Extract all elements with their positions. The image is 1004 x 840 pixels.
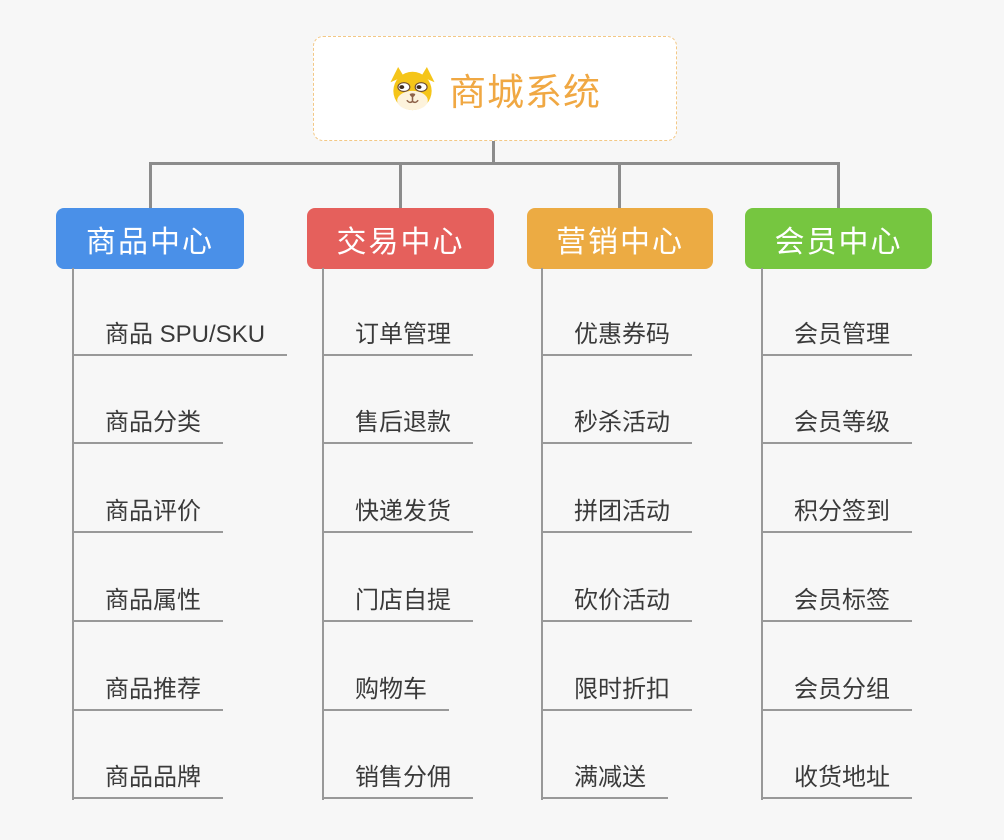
- child-node-goods-category[interactable]: 商品分类: [72, 398, 223, 444]
- connector-bus: [149, 162, 840, 165]
- root-title: 商城系统: [449, 71, 601, 113]
- child-node-spend-and-save[interactable]: 满减送: [541, 753, 668, 799]
- branch-node-trade-center[interactable]: 交易中心: [307, 208, 494, 269]
- branch-label: 商品中心: [86, 225, 214, 259]
- child-node-goods-attribute[interactable]: 商品属性: [72, 576, 223, 622]
- branch-label: 会员中心: [774, 225, 903, 259]
- child-node-group-buy[interactable]: 拼团活动: [541, 487, 692, 533]
- connector-drop-marketing: [618, 162, 621, 209]
- child-node-flash-sale[interactable]: 秒杀活动: [541, 398, 692, 444]
- child-node-goods-brand[interactable]: 商品品牌: [72, 753, 223, 799]
- child-node-express-delivery[interactable]: 快递发货: [322, 487, 473, 533]
- child-node-member-groups[interactable]: 会员分组: [761, 665, 912, 711]
- child-node-goods-spu-sku[interactable]: 商品 SPU/SKU: [72, 310, 288, 356]
- column-trunk: [541, 268, 543, 800]
- column-trunk: [322, 268, 324, 800]
- child-node-member-level[interactable]: 会员等级: [761, 398, 912, 444]
- child-node-bargain-activity[interactable]: 砍价活动: [541, 576, 692, 622]
- child-node-order-management[interactable]: 订单管理: [322, 310, 473, 356]
- column-trunk: [72, 268, 74, 800]
- child-node-shopping-cart[interactable]: 购物车: [322, 665, 449, 711]
- child-node-store-pickup[interactable]: 门店自提: [322, 576, 473, 622]
- branch-node-goods-center[interactable]: 商品中心: [56, 208, 244, 269]
- child-node-shipping-address[interactable]: 收货地址: [761, 753, 912, 799]
- child-node-member-management[interactable]: 会员管理: [761, 310, 912, 356]
- root-node-mall-system[interactable]: 商城系统: [313, 36, 677, 141]
- child-node-member-tags[interactable]: 会员标签: [761, 576, 912, 622]
- child-node-aftersale-refund[interactable]: 售后退款: [322, 398, 473, 444]
- child-node-limited-time-discount[interactable]: 限时折扣: [541, 665, 692, 711]
- branch-node-member-center[interactable]: 会员中心: [745, 208, 932, 269]
- connector-drop-goods: [149, 162, 152, 209]
- branch-label: 交易中心: [336, 225, 465, 259]
- child-node-points-checkin[interactable]: 积分签到: [761, 487, 912, 533]
- shiba-dog-icon: [390, 66, 435, 110]
- connector-drop-member: [837, 162, 840, 209]
- child-node-sales-commission[interactable]: 销售分佣: [322, 753, 473, 799]
- child-node-goods-review[interactable]: 商品评价: [72, 487, 223, 533]
- connector-root-stem: [492, 141, 495, 165]
- branch-node-marketing-center[interactable]: 营销中心: [527, 208, 713, 269]
- child-node-goods-recommend[interactable]: 商品推荐: [72, 665, 223, 711]
- column-trunk: [761, 268, 763, 800]
- branch-label: 营销中心: [556, 225, 684, 259]
- child-node-coupon-code[interactable]: 优惠券码: [541, 310, 692, 356]
- connector-drop-trade: [399, 162, 402, 209]
